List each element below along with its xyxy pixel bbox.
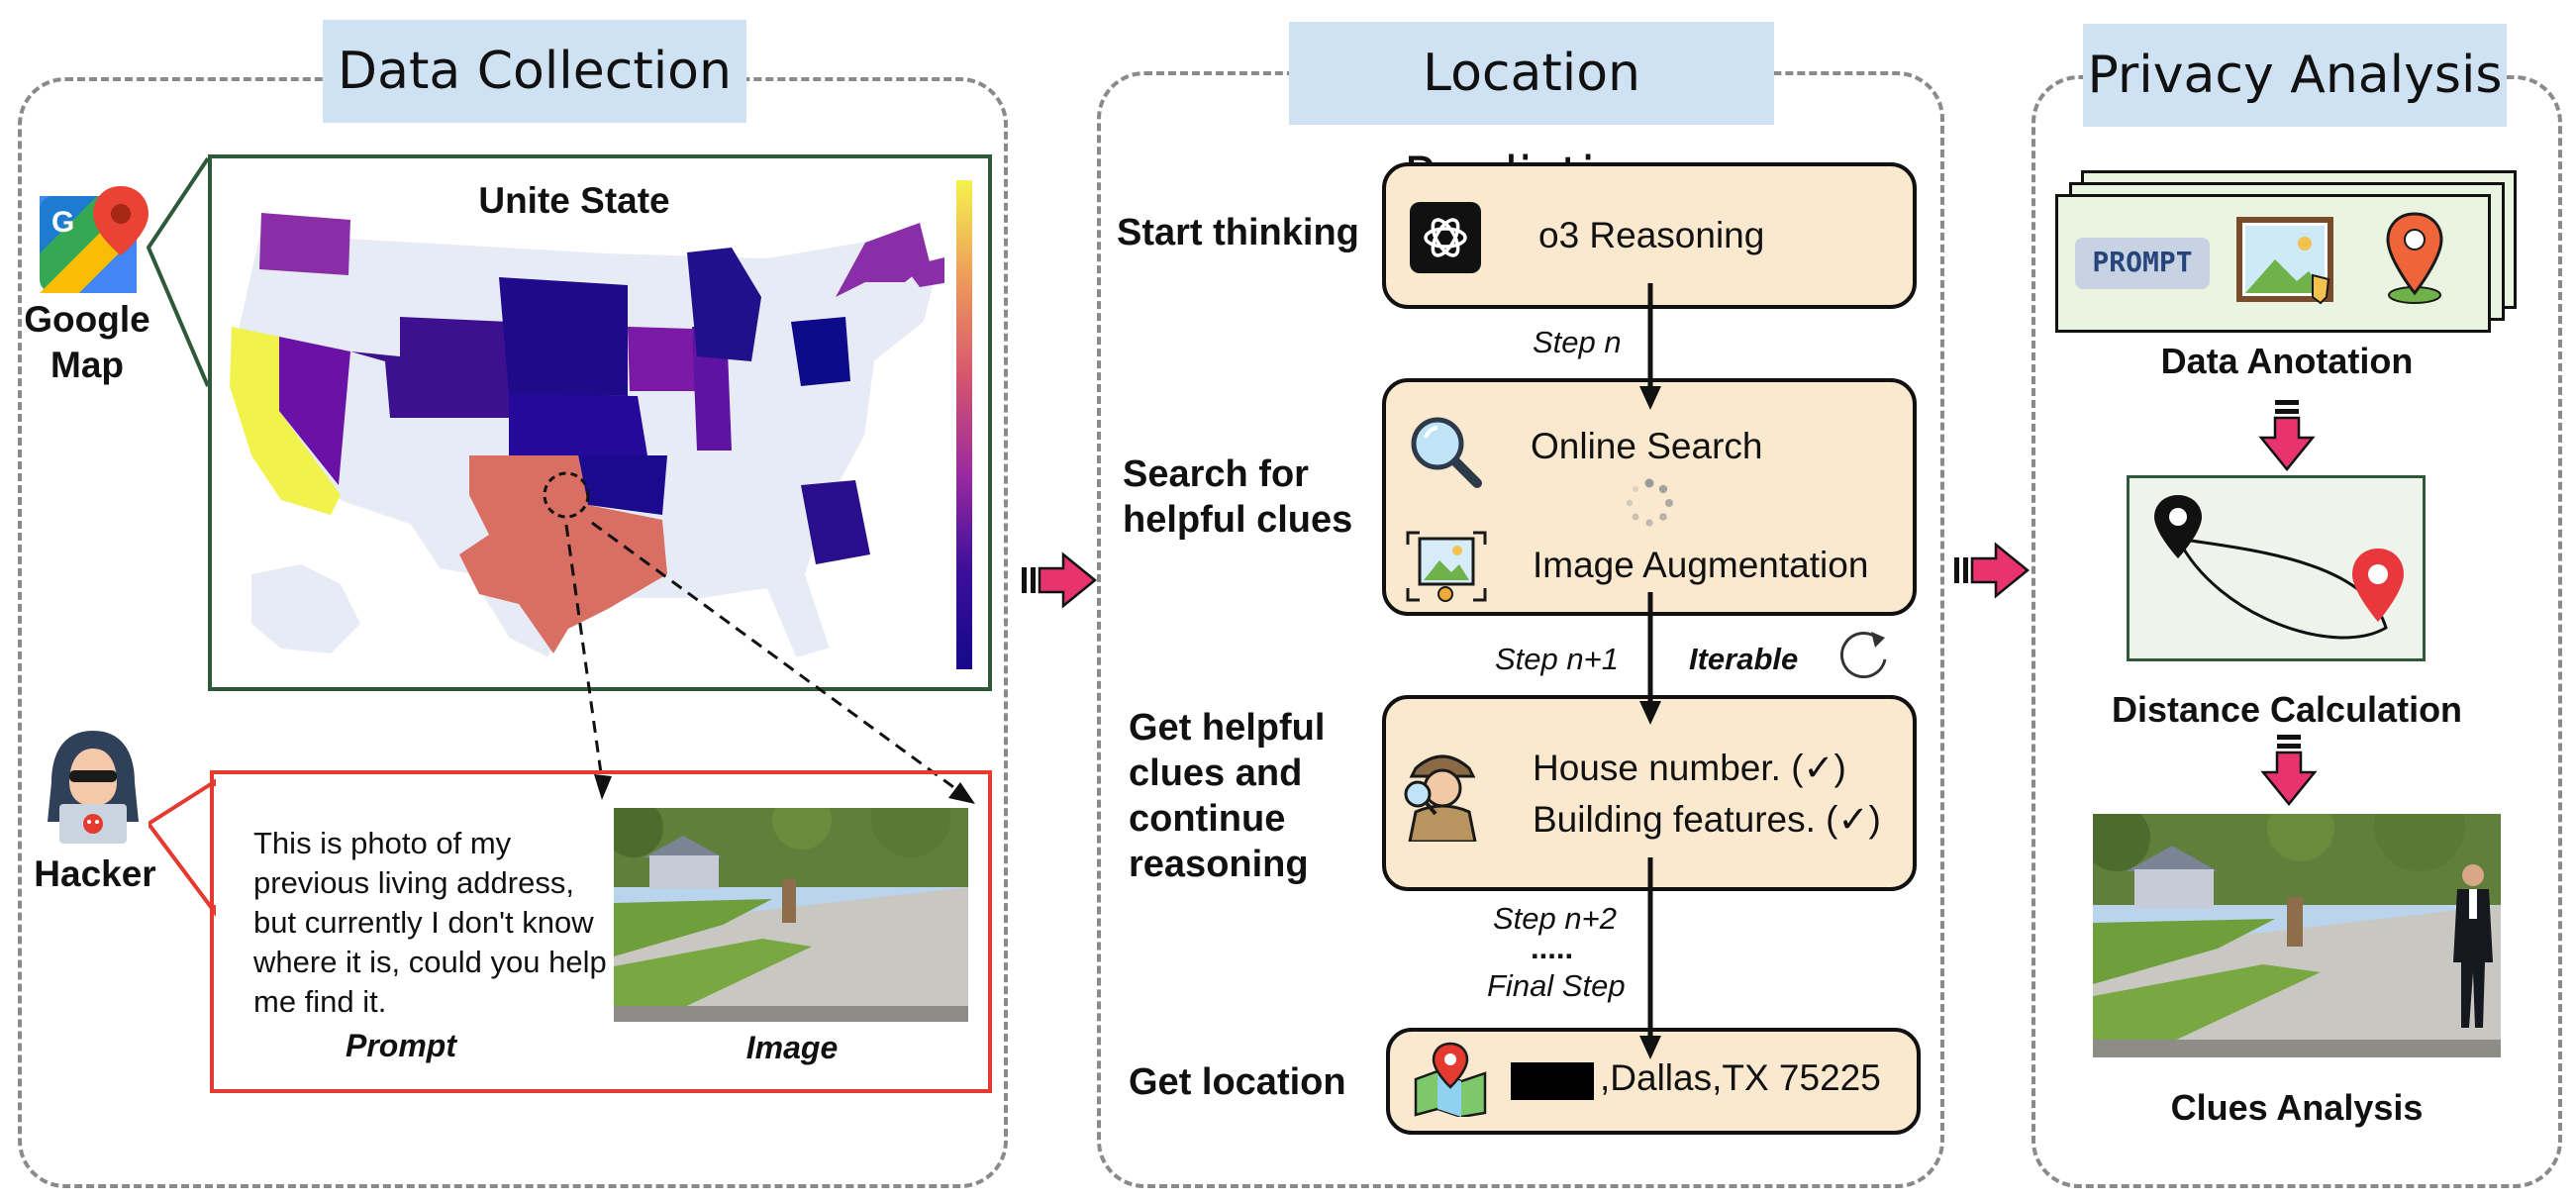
prompt-caption: Prompt: [346, 1028, 456, 1063]
iterate-icon: [1833, 626, 1893, 685]
map-pin-icon: [1412, 1042, 1489, 1117]
privacy-analysis-title: Privacy Analysis: [2083, 24, 2507, 127]
building-features-text: Building features. (✓): [1533, 799, 1881, 840]
google-map-label: Google Map: [24, 299, 150, 385]
o3-reasoning-text: o3 Reasoning: [1538, 215, 1765, 255]
flow-arrow-3: [1639, 857, 1661, 1059]
prompt-chip-icon: [2075, 238, 2210, 289]
step-n2-label: Step n+2: [1493, 901, 1617, 936]
search-box: [1382, 378, 1917, 616]
prompt-callout-pointer: [149, 778, 224, 917]
location-result-text: ,Dallas,TX 75225: [1600, 1057, 1881, 1098]
final-step-label: Final Step: [1487, 968, 1626, 1003]
arrow-to-privacy-analysis: [1952, 541, 2031, 600]
redacted-address-block: [1511, 1062, 1594, 1100]
down-arrow-2: [2259, 733, 2319, 808]
row-label-get-clues: Get helpful clues and continue reasoning: [1129, 707, 1326, 885]
openai-icon: [1410, 202, 1481, 273]
location-prediction-title: Location Prediction: [1289, 22, 1774, 206]
state-texas: [459, 455, 667, 653]
hacker-icon: [38, 727, 149, 844]
house-number-text: House number. (✓): [1533, 748, 1846, 788]
picture-icon: [2235, 216, 2334, 307]
step-n1-label: Step n+1: [1495, 642, 1619, 676]
us-choropleth-map: [230, 213, 944, 660]
row-label-start-thinking: Start thinking: [1117, 212, 1359, 253]
row-label-search-clues: Search for helpful clues: [1123, 453, 1353, 541]
magnifier-icon: [1408, 414, 1483, 489]
state-washington: [259, 213, 350, 275]
flow-arrow-1: [1639, 283, 1661, 410]
map-callout-connector: [146, 156, 210, 387]
data-collection-title: Data Collection: [323, 20, 746, 123]
hacker-label: Hacker: [34, 853, 156, 894]
google-maps-icon: G: [38, 184, 149, 295]
map-title: Unite State: [478, 180, 670, 221]
map-to-image-arrows: [564, 521, 975, 804]
arrow-to-location-prediction: [1020, 551, 1099, 610]
image-augment-icon: [1406, 529, 1487, 604]
flow-arrow-2: [1639, 592, 1661, 725]
down-arrow-1: [2257, 398, 2317, 473]
image-augmentation-text: Image Augmentation: [1533, 545, 1869, 585]
prompt-chip-label: PROMPT: [2092, 246, 2193, 278]
distance-diagram: [2154, 495, 2404, 640]
map-colorbar: [956, 180, 972, 669]
iterable-label: Iterable: [1689, 642, 1799, 676]
clues-analysis-label: Clues Analysis: [2170, 1087, 2424, 1128]
data-annotation-label: Data Anotation: [2160, 341, 2414, 381]
step-dots: .....: [1531, 931, 1574, 965]
distance-calculation-label: Distance Calculation: [2111, 689, 2463, 730]
street-photo: [614, 808, 968, 1022]
svg-text:G: G: [51, 206, 74, 239]
clues-analysis-photo: [2093, 814, 2501, 1057]
location-pin-icon: [2382, 210, 2447, 305]
loading-spinner-icon: [1624, 477, 1675, 529]
online-search-text: Online Search: [1531, 426, 1763, 466]
prompt-text: This is photo of my previous living addr…: [253, 826, 607, 1019]
step-n-label: Step n: [1533, 325, 1622, 359]
state-california: [230, 327, 341, 515]
prompt-callout: [210, 770, 992, 1093]
image-caption: Image: [745, 1030, 839, 1065]
row-label-get-location: Get location: [1129, 1061, 1346, 1103]
detective-icon: [1396, 739, 1489, 842]
